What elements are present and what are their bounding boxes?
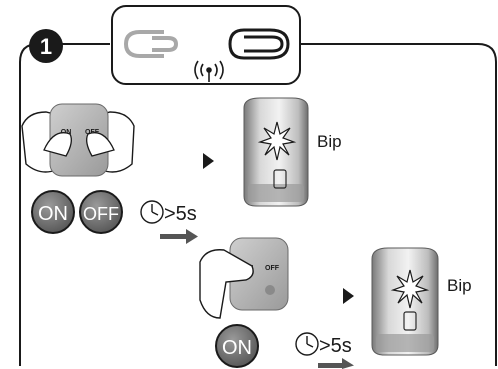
svg-text:ON: ON: [38, 203, 68, 225]
svg-text:ON: ON: [222, 337, 252, 359]
remote-two-hands: ON OFF: [21, 103, 135, 177]
bip-label: Bip: [447, 276, 472, 295]
step-number-badge: 1: [29, 29, 63, 63]
remote-one-hand: ON OFF: [199, 237, 289, 319]
star-burst-icon: [390, 269, 430, 309]
remote-off-text: OFF: [265, 265, 280, 272]
off-button: OFF: [79, 190, 123, 234]
timer-icon: [140, 200, 164, 224]
arrow-right-icon: [160, 229, 198, 244]
wireless-signal-icon: [194, 60, 224, 82]
on-button: ON: [215, 324, 259, 368]
svg-text:OFF: OFF: [83, 204, 119, 224]
timer-icon: [295, 332, 319, 356]
pairing-mode-box: [111, 5, 301, 85]
star-burst-icon: [257, 121, 297, 161]
siren-device: [243, 97, 309, 207]
arrow-right-icon: [318, 358, 354, 369]
duration-label: >5s: [164, 203, 197, 225]
bip-label: Bip: [317, 132, 342, 151]
duration-label: >5s: [319, 335, 352, 357]
chain-link-icon: [228, 28, 290, 60]
on-button: ON: [31, 190, 75, 234]
step-number: 1: [40, 34, 52, 59]
chain-link-icon: [123, 30, 179, 58]
siren-device: [371, 247, 439, 356]
play-arrow-icon: [203, 153, 214, 169]
play-arrow-icon: [343, 288, 354, 304]
